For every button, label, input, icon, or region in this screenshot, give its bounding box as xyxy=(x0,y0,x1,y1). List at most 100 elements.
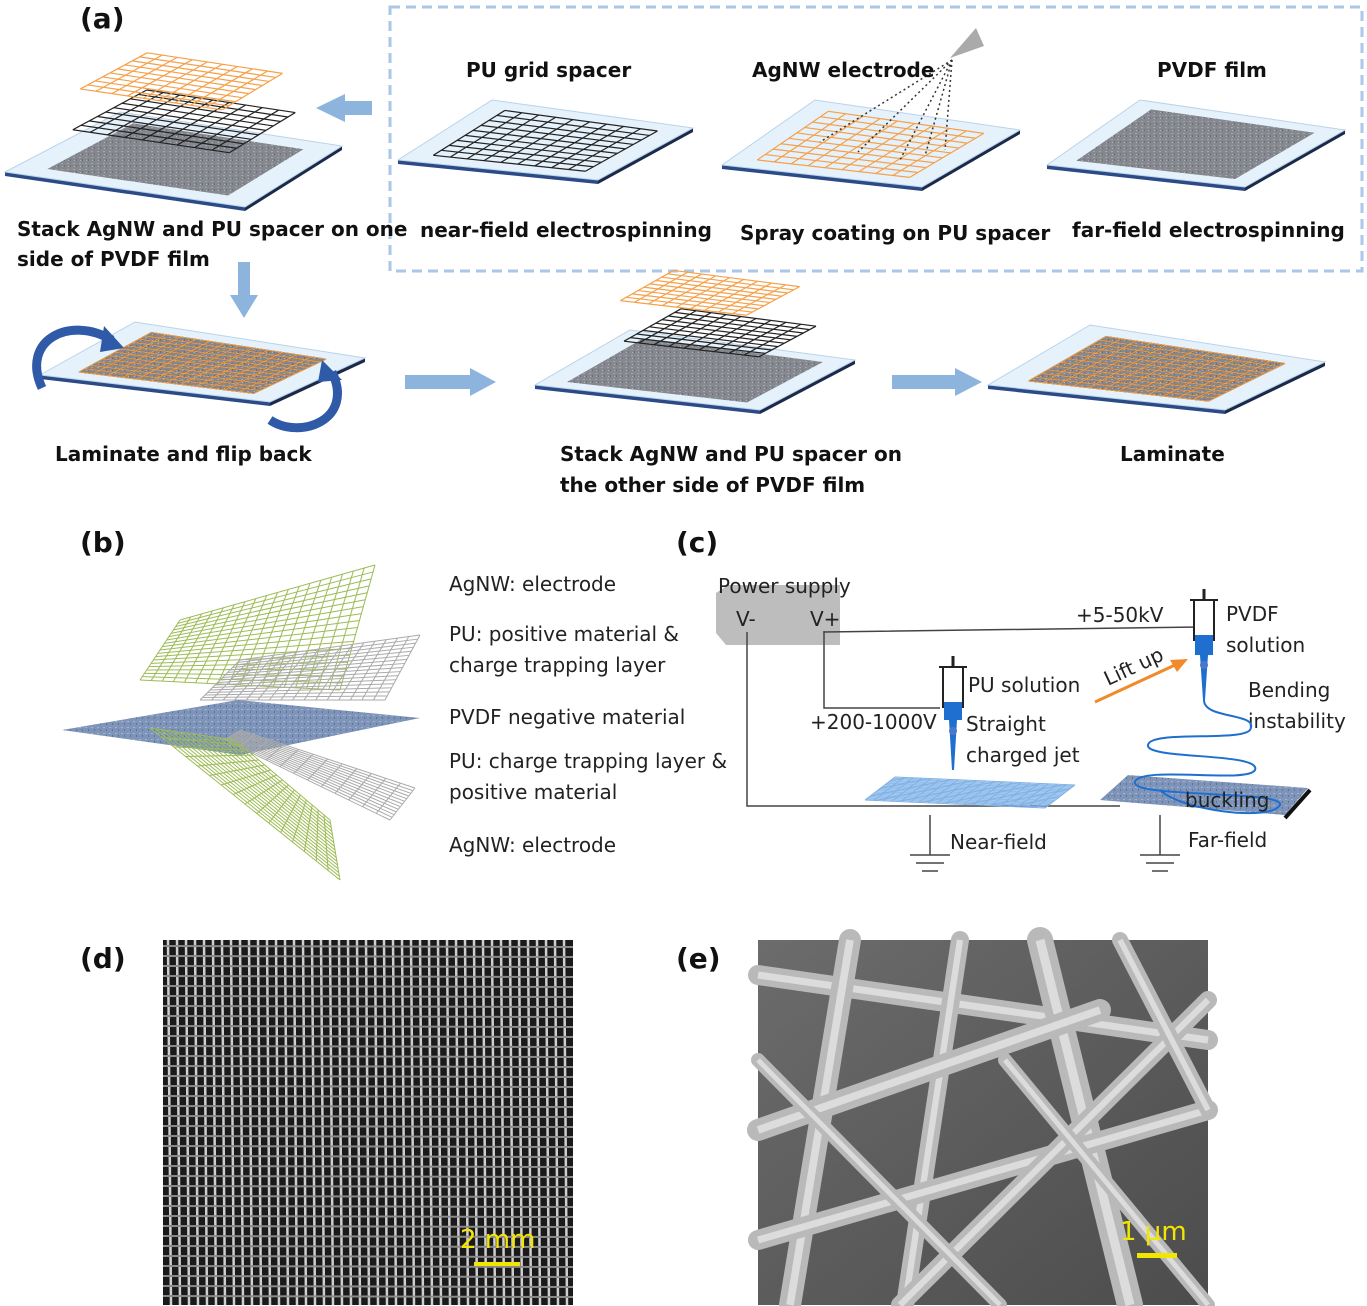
fabrication-schematic xyxy=(3,52,1347,881)
grid-line xyxy=(585,130,658,172)
spray-line xyxy=(857,59,953,153)
grid-line xyxy=(653,312,712,346)
grid-line xyxy=(642,329,779,348)
low-voltage-label: +200-1000V xyxy=(810,710,937,734)
mesh-fiber-vertical xyxy=(544,939,551,1306)
grid-line xyxy=(1044,784,1076,809)
power-supply-box xyxy=(716,585,840,645)
layer-pvdf: PVDF negative material xyxy=(449,705,685,729)
grid-line xyxy=(466,114,540,160)
grid-line xyxy=(449,112,523,158)
pu-bottom-grid xyxy=(224,729,416,821)
mesh-fiber-vertical xyxy=(517,939,524,1306)
grid-line xyxy=(139,56,276,79)
near-field-grid xyxy=(864,776,1076,809)
substrate-pu-edge xyxy=(398,160,598,184)
grid-line xyxy=(256,784,289,814)
grid-line xyxy=(841,123,915,171)
grid-line xyxy=(623,308,682,342)
mesh-fiber-vertical xyxy=(364,939,371,1306)
grid-line xyxy=(676,277,730,308)
grid-line xyxy=(238,730,414,792)
grid-line xyxy=(190,68,253,106)
grid-line xyxy=(649,283,777,300)
grid-line xyxy=(884,784,1065,794)
buckling-label: buckling xyxy=(1185,788,1269,812)
grid-line xyxy=(117,68,256,91)
grid-line xyxy=(145,335,321,363)
mesh-fiber-vertical xyxy=(427,939,434,1306)
grid-line xyxy=(758,325,817,358)
grid-line xyxy=(668,315,804,334)
grid-line xyxy=(728,321,787,354)
mesh-fiber-horizontal xyxy=(162,1225,574,1228)
grid-line xyxy=(292,647,331,701)
mesh-fiber-vertical xyxy=(265,939,272,1306)
v-plus-label: V+ xyxy=(810,607,840,631)
flip-arrow-head-icon xyxy=(318,360,342,382)
pvdf-film-title: PVDF film xyxy=(1157,58,1267,82)
grid-line xyxy=(206,70,268,109)
grid-line xyxy=(227,654,410,673)
mesh-fiber-horizontal xyxy=(162,955,574,958)
mesh-fiber-vertical xyxy=(535,939,542,1306)
bending-line1: Bending xyxy=(1248,678,1330,702)
grid-line xyxy=(202,735,335,843)
mesh-fiber-horizontal xyxy=(162,1235,574,1238)
grid-line xyxy=(680,308,817,327)
mesh-fiber-vertical xyxy=(436,939,443,1306)
grid-line xyxy=(303,645,342,701)
mesh-fiber-horizontal xyxy=(162,1025,574,1028)
grid-line xyxy=(449,144,602,163)
grid-line xyxy=(746,286,800,316)
spray-line xyxy=(899,59,953,161)
grid-line xyxy=(338,640,376,701)
grid-line xyxy=(894,776,1076,786)
grid-line xyxy=(89,120,244,145)
grid-line xyxy=(132,60,270,83)
substrate-final-edge xyxy=(1225,362,1325,414)
grid-line xyxy=(757,159,910,179)
grid-line xyxy=(704,280,758,311)
pvdf-film-step1 xyxy=(47,123,304,196)
pvdf-step3 xyxy=(567,338,823,403)
mesh-fiber-horizontal xyxy=(162,1205,574,1208)
grid-line xyxy=(756,110,829,161)
mesh-fiber-vertical xyxy=(202,939,209,1306)
grid-line xyxy=(875,127,950,175)
substrate-pvdf-edge xyxy=(1245,130,1345,191)
agnw-grid xyxy=(756,110,985,179)
agnw-electrode-title: AgNW electrode xyxy=(752,58,934,82)
grid-line xyxy=(326,642,365,701)
grid-line xyxy=(373,636,410,701)
scale-bar-e xyxy=(1137,1253,1177,1258)
mesh-fiber-horizontal xyxy=(162,1035,574,1038)
mesh-fiber-vertical xyxy=(562,939,569,1306)
nanofiber-highlight xyxy=(1117,938,1211,1112)
grid-line xyxy=(788,137,943,159)
grid-line xyxy=(268,789,295,824)
mesh-fiber-vertical xyxy=(193,939,200,1306)
mesh-fiber-horizontal xyxy=(162,1065,574,1068)
agnw-final xyxy=(1028,335,1285,402)
flip-arrow-head-icon xyxy=(100,326,124,352)
grid-line xyxy=(638,289,765,307)
step2-label: Laminate and flip back xyxy=(55,442,312,466)
grid-line xyxy=(229,738,331,825)
grid-line xyxy=(673,269,800,288)
flip-arrow-icon xyxy=(32,325,115,390)
agnw-electrode-grid-2 xyxy=(620,269,800,316)
grid-line xyxy=(175,578,372,628)
mesh-fiber-horizontal xyxy=(162,995,574,998)
grid-line xyxy=(362,778,387,807)
grid-line xyxy=(858,125,933,173)
grid-line xyxy=(890,779,1071,789)
process-arrows xyxy=(230,94,982,396)
mesh-fiber-horizontal xyxy=(162,1095,574,1098)
arrow-right-icon xyxy=(405,368,496,396)
mesh-lines xyxy=(162,939,574,1306)
grid-line xyxy=(177,571,374,624)
grid-line xyxy=(280,794,301,833)
layer-pu-bottom-line1: PU: charge trapping layer & xyxy=(449,749,727,773)
